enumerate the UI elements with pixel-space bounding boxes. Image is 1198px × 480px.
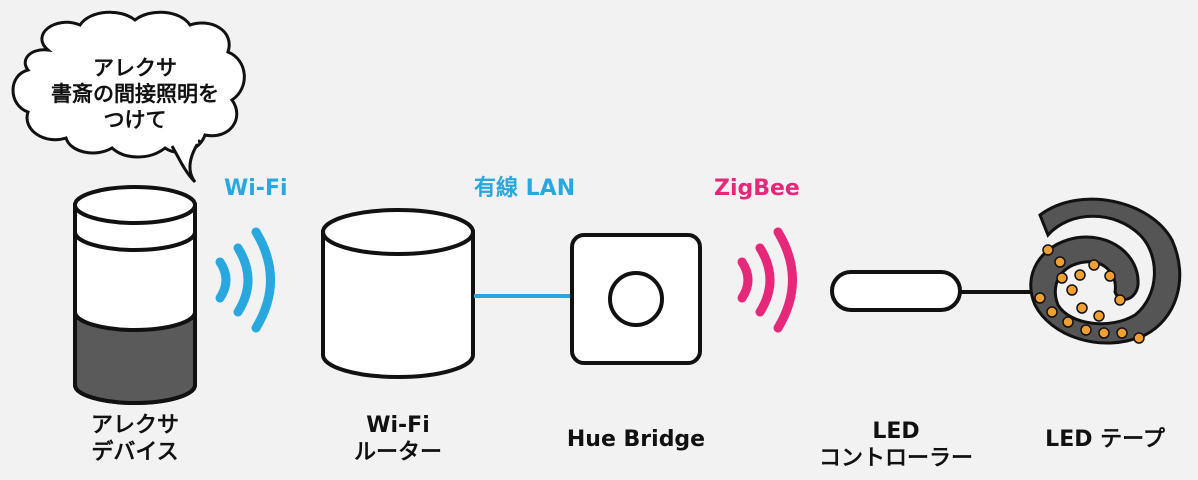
bubble-line-2: 書斎の間接照明を: [51, 82, 219, 106]
alexa-label-line-1: アレクサ: [90, 413, 179, 438]
router-label: Wi-Fi ルーター: [323, 412, 473, 466]
router-label-line-1: Wi-Fi: [366, 413, 430, 438]
zigbee-signal-icon: [737, 227, 797, 333]
led-controller-label-line-1: LED: [872, 419, 920, 444]
alexa-device-label: アレクサ デバイス: [75, 412, 195, 466]
led-controller-label: LED コントローラー: [806, 418, 986, 472]
alexa-label-line-2: デバイス: [91, 440, 179, 465]
led-controller-icon: [830, 270, 962, 312]
hue-bridge-label: Hue Bridge: [556, 426, 716, 453]
bubble-line-1: アレクサ: [93, 56, 177, 80]
led-controller-label-line-2: コントローラー: [818, 446, 973, 471]
led-tape-label-line-1: LED テープ: [1045, 427, 1165, 452]
alexa-device-icon: [73, 185, 197, 405]
speech-bubble-text: アレクサ 書斎の間接照明を つけて: [30, 55, 240, 133]
wifi-signal-icon: [215, 227, 275, 333]
wired-lan-label: 有線 LAN: [474, 176, 576, 201]
bubble-line-3: つけて: [103, 108, 167, 132]
wifi-label: Wi-Fi: [224, 176, 288, 201]
led-tape-icon: [1029, 197, 1182, 345]
led-tape-label: LED テープ: [1030, 426, 1180, 453]
zigbee-label: ZigBee: [714, 176, 800, 201]
hue-bridge-icon: [570, 233, 702, 365]
hue-bridge-label-line-1: Hue Bridge: [566, 427, 706, 452]
speech-bubble-cloud: [11, 10, 246, 184]
router-icon: [321, 208, 475, 379]
router-label-line-2: ルーター: [353, 440, 442, 465]
